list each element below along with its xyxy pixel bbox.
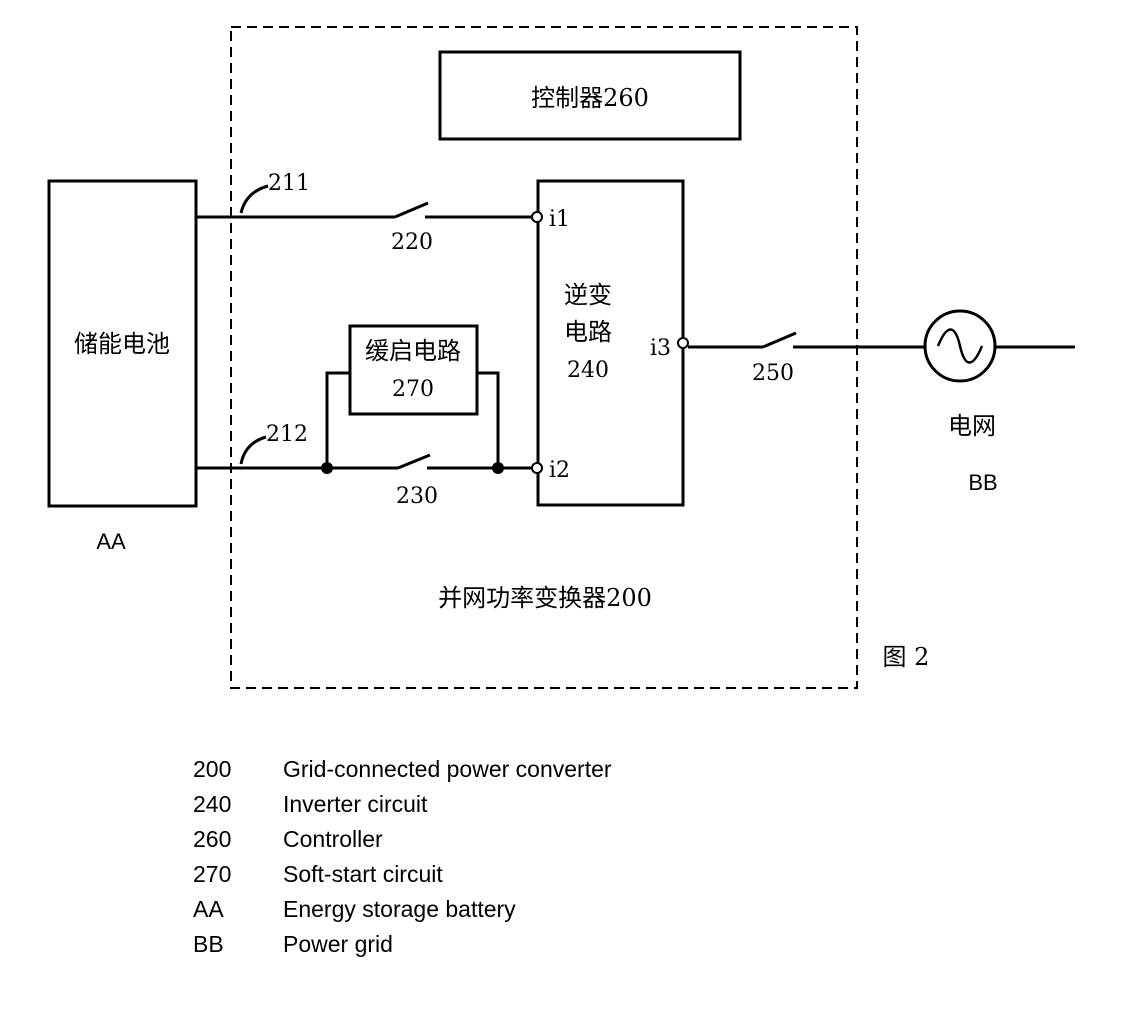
legend-row: 240Inverter circuit	[193, 787, 612, 822]
label-i2: i2	[549, 458, 570, 483]
legend-code: 260	[193, 826, 283, 853]
legend-code: 270	[193, 861, 283, 888]
legend-code: BB	[193, 931, 283, 958]
legend-row: AAEnergy storage battery	[193, 892, 612, 927]
port-i3-terminal	[678, 338, 688, 348]
legend-row: BBPower grid	[193, 927, 612, 962]
leader-211	[241, 186, 268, 213]
port-i2-terminal	[532, 463, 542, 473]
switch-220-blade	[395, 203, 428, 217]
legend-text: Soft-start circuit	[283, 861, 443, 888]
legend-text: Energy storage battery	[283, 896, 516, 923]
switch-250-blade	[763, 333, 796, 347]
controller-label: 控制器260	[531, 84, 649, 112]
legend-text: Controller	[283, 826, 383, 853]
legend-row: 260Controller	[193, 822, 612, 857]
converter-label: 并网功率变换器200	[438, 584, 652, 612]
inverter-label-line3: 240	[567, 358, 609, 383]
legend: 200Grid-connected power converter 240Inv…	[193, 752, 612, 962]
battery-label: 储能电池	[74, 330, 170, 358]
legend-text: Inverter circuit	[283, 791, 427, 818]
legend-text: Power grid	[283, 931, 393, 958]
figure-label: 图 2	[883, 643, 930, 671]
legend-row: 200Grid-connected power converter	[193, 752, 612, 787]
label-211: 211	[268, 171, 310, 196]
leader-212	[241, 437, 266, 464]
legend-code: 240	[193, 791, 283, 818]
grid-label: 电网	[948, 412, 996, 440]
inverter-label-line2: 电路	[564, 318, 612, 346]
label-250: 250	[752, 361, 794, 386]
label-230: 230	[396, 484, 438, 509]
label-220: 220	[391, 230, 433, 255]
softstart-branch-left	[327, 373, 350, 468]
softstart-branch-right	[477, 373, 498, 468]
switch-230-blade	[398, 455, 430, 468]
softstart-label-line2: 270	[392, 377, 434, 402]
legend-text: Grid-connected power converter	[283, 756, 612, 783]
port-i1-terminal	[532, 212, 542, 222]
label-i1: i1	[549, 207, 570, 232]
battery-code: AA	[96, 529, 126, 554]
legend-code: 200	[193, 756, 283, 783]
legend-code: AA	[193, 896, 283, 923]
label-212: 212	[266, 422, 308, 447]
circuit-diagram: 控制器260 储能电池 AA 逆变 电路 240 211 220 i1 缓启电路…	[0, 0, 1130, 740]
softstart-label-line1: 缓启电路	[365, 337, 461, 365]
legend-row: 270Soft-start circuit	[193, 857, 612, 892]
inverter-label-line1: 逆变	[564, 281, 612, 309]
grid-code: BB	[968, 470, 997, 495]
label-i3: i3	[650, 336, 671, 361]
